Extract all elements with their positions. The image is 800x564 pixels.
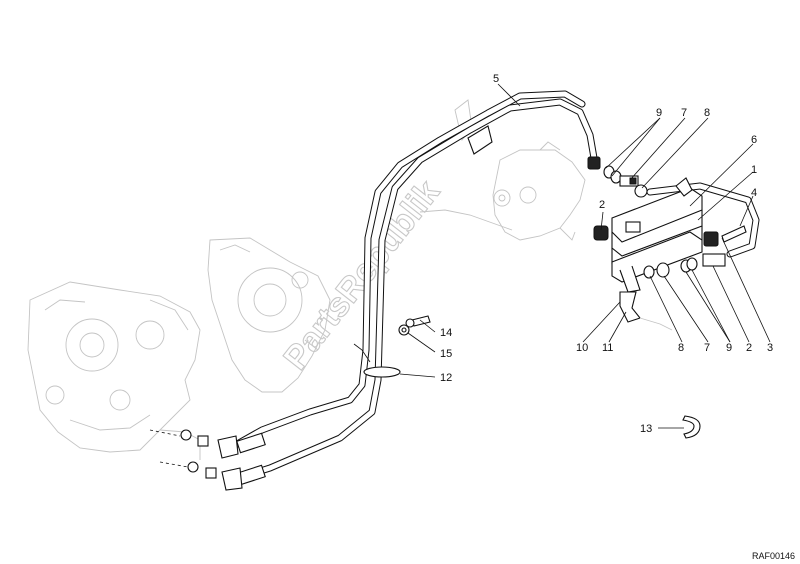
callout-labels: 5 9 7 8 6 1 4 2 10 11 8 7 9 2 3 14 15 12…: [440, 73, 773, 435]
callout-7-bottom: 7: [704, 342, 710, 354]
pipe-clamp: [467, 125, 493, 155]
callout-7-top: 7: [681, 107, 687, 119]
callout-11: 11: [602, 342, 613, 354]
callout-13: 13: [640, 423, 652, 435]
cooler-outlet-fittings: [593, 225, 747, 331]
callout-10: 10: [576, 342, 588, 354]
callout-8-top: 8: [704, 107, 710, 119]
cooler-inlet-fittings: [587, 156, 648, 198]
watermark-text: PartsRepublik: [276, 173, 447, 377]
crankcase-fittings: [149, 429, 266, 491]
callout-15: 15: [440, 348, 452, 360]
watermark-gear-icon: [493, 189, 511, 207]
callout-9-bottom: 9: [726, 342, 732, 354]
callout-4: 4: [751, 187, 757, 199]
crankcase-ghost: [27, 237, 331, 460]
oil-pipe-return: [646, 182, 760, 258]
callout-8-bottom: 8: [678, 342, 684, 354]
clip-part: [682, 415, 701, 439]
callout-2-right: 2: [746, 342, 752, 354]
diagram-reference-code: RAF00146: [752, 551, 795, 561]
callout-2-left: 2: [599, 199, 605, 211]
oil-cooler: [611, 177, 703, 293]
oil-pipe-lower: [226, 90, 586, 452]
callout-1: 1: [751, 164, 757, 176]
callout-12: 12: [440, 372, 452, 384]
oil-pipe-upper: [228, 98, 598, 484]
frame-bracket-ghost: [419, 99, 586, 241]
callout-3: 3: [767, 342, 773, 354]
callout-14: 14: [440, 327, 452, 339]
callout-6: 6: [751, 134, 757, 146]
callout-5: 5: [493, 73, 499, 85]
callout-9-top: 9: [656, 107, 662, 119]
leader-lines: [399, 83, 771, 429]
